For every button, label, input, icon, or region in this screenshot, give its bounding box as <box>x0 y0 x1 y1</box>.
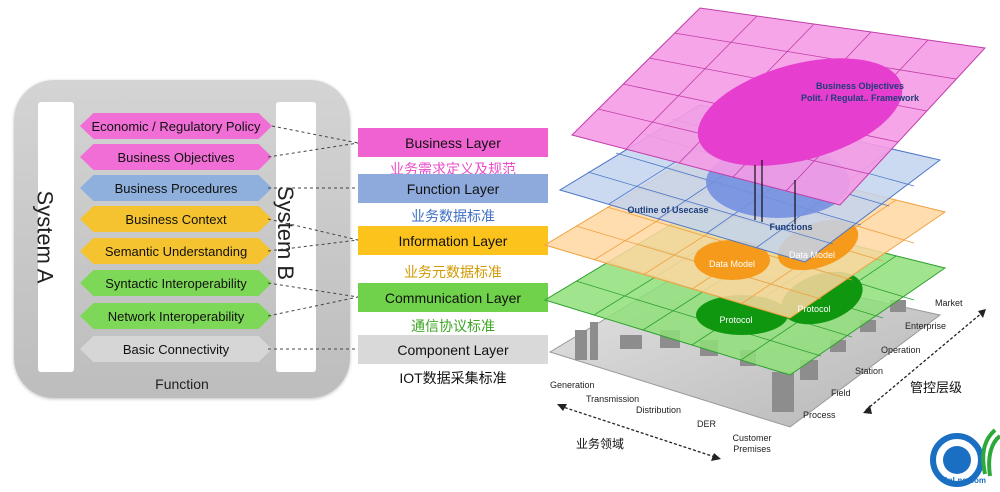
outline-of-usecase-label: Outline of Usecase <box>627 205 708 215</box>
zone-field: Field <box>831 388 851 398</box>
zone-station: Station <box>855 366 883 376</box>
zone-operation: Operation <box>881 345 921 355</box>
zone-enterprise: Enterprise <box>905 321 946 331</box>
data-model-label-1: Data Model <box>709 259 755 269</box>
business-plane <box>571 7 987 206</box>
function-label: Function <box>155 376 209 392</box>
cnlng-logo <box>930 428 1000 487</box>
layer-cn-caption: 业务数据标准 <box>411 208 495 224</box>
logo-text: CnLng.com <box>942 476 986 485</box>
layer-box: Communication Layer <box>358 283 548 312</box>
data-model-label-2: Data Model <box>789 250 835 260</box>
protocol-label-2: Protocol <box>797 304 830 314</box>
interop-item: Semantic Understanding <box>80 238 272 264</box>
system-b-bar <box>276 102 316 372</box>
layer-cn-caption: 业务元数据标准 <box>404 264 502 280</box>
interop-item: Business Context <box>80 206 272 232</box>
interop-item: Network Interoperability <box>80 303 272 329</box>
domain-generation: Generation <box>550 380 595 390</box>
layer-cn-caption: IOT数据采集标准 <box>399 370 507 386</box>
system-a-bar <box>38 102 74 372</box>
protocol-label-1: Protocol <box>719 315 752 325</box>
layer-box: Information Layer <box>358 226 548 255</box>
business-objectives-label: Business Objectives <box>816 81 904 91</box>
polit-framework-label: Polit. / Regulat.. Framework <box>801 93 920 103</box>
zone-process: Process <box>803 410 836 420</box>
domains-cn-label: 业务领域 <box>576 436 624 451</box>
interop-item: Basic Connectivity <box>80 336 272 362</box>
domain-der: DER <box>697 419 717 429</box>
domain-distribution: Distribution <box>636 405 681 415</box>
interop-item: Syntactic Interoperability <box>80 270 272 296</box>
functions-label: Functions <box>770 222 813 232</box>
interop-item: Economic / Regulatory Policy <box>80 113 272 139</box>
interop-item: Business Procedures <box>80 175 272 201</box>
zones-cn-label: 管控层级 <box>910 380 962 395</box>
layer-box: Component Layer <box>358 335 548 364</box>
layer-cn-caption: 业务需求定义及规范 <box>390 161 516 177</box>
layer-cn-caption: 通信协议标准 <box>411 318 495 334</box>
domain-transmission: Transmission <box>586 394 639 404</box>
layer-box: Business Layer <box>358 128 548 157</box>
zone-market: Market <box>935 298 963 308</box>
interop-item: Business Objectives <box>80 144 272 170</box>
layer-box: Function Layer <box>358 174 548 203</box>
